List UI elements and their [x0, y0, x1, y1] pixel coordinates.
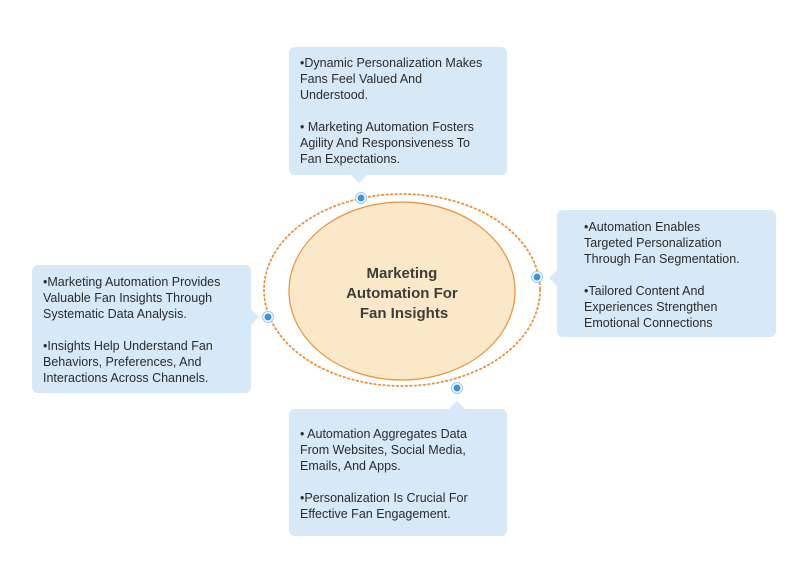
callout-right-point-1: •Automation Enables Targeted Personaliza… — [584, 220, 740, 266]
callout-left-pointer — [251, 309, 259, 325]
callout-right-pointer — [549, 270, 557, 286]
callout-card-right: •Automation Enables Targeted Personaliza… — [549, 210, 776, 337]
callout-top-point-1: •Dynamic Personalization Makes Fans Feel… — [300, 56, 483, 102]
callout-bottom-pointer — [449, 401, 465, 409]
callout-card-bottom: • Automation Aggregates Data From Websit… — [289, 401, 507, 536]
center-ellipse — [288, 201, 516, 381]
callout-bottom-point-1: • Automation Aggregates Data From Websit… — [300, 427, 467, 473]
center-title-line-1: Marketing — [366, 265, 437, 282]
center-title: Marketing Automation For Fan Insights — [346, 265, 462, 322]
callout-bottom-point-2: •Personalization Is Crucial For Effectiv… — [300, 491, 468, 521]
callout-left-point-1: •Marketing Automation Provides Valuable … — [43, 275, 221, 321]
callout-top-point-2: • Marketing Automation Fosters Agility A… — [300, 120, 474, 166]
callout-card-left: •Marketing Automation Provides Valuable … — [32, 265, 259, 393]
callout-left-point-2: •Insights Help Understand Fan Behaviors,… — [43, 339, 213, 385]
center-title-line-2: Automation For — [346, 285, 458, 302]
center-title-line-3: Fan Insights — [360, 305, 448, 322]
connector-dot-top — [355, 192, 367, 204]
connector-dot-right — [531, 271, 543, 283]
orbit-ring — [263, 193, 541, 387]
callout-top-pointer — [351, 175, 367, 183]
connector-dot-left — [262, 311, 274, 323]
connector-dot-bottom — [451, 382, 463, 394]
callout-card-top: •Dynamic Personalization Makes Fans Feel… — [289, 47, 507, 183]
callout-right-point-2: •Tailored Content And Experiences Streng… — [584, 284, 718, 330]
